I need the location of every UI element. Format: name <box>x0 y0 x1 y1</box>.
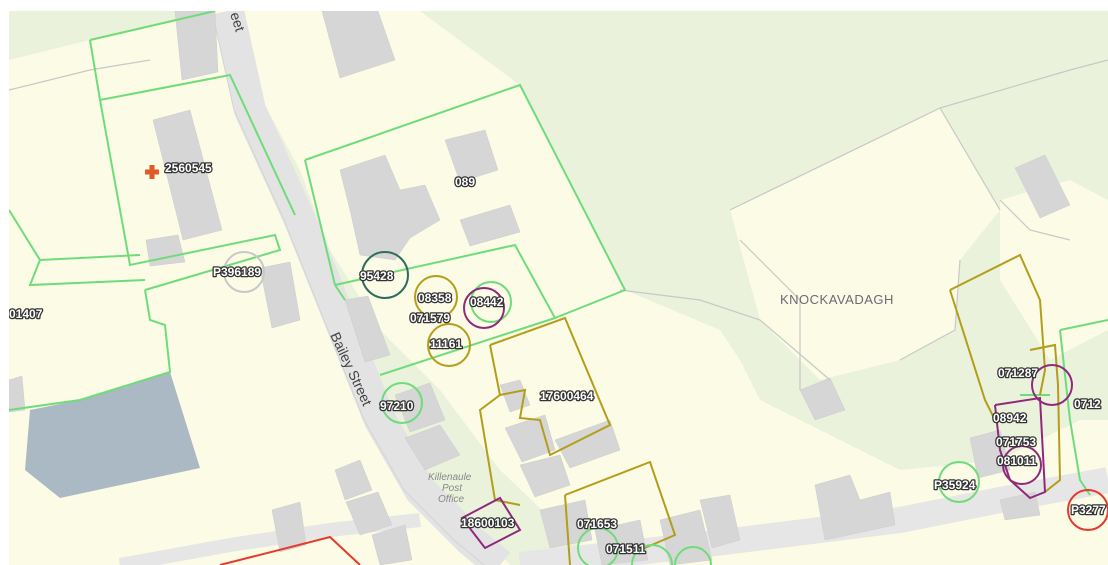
map-view[interactable]: eet Bailey Street KNOCKAVADAGH Killenaul… <box>9 11 1108 565</box>
parcel-label: 08358 <box>418 291 452 305</box>
post-office-label: Killenaule Post Office <box>428 472 472 505</box>
parcel-label: P396189 <box>213 265 261 279</box>
parcel-label: 11161 <box>430 337 462 351</box>
parcel-label: 071579 <box>410 311 450 325</box>
parcel-label: 08442 <box>470 295 504 309</box>
parcel-label: 071287 <box>998 366 1038 380</box>
svg-text:Killenaule: Killenaule <box>428 472 472 483</box>
map-canvas[interactable]: eet Bailey Street KNOCKAVADAGH Killenaul… <box>9 11 1108 565</box>
parcel-label: 089 <box>455 175 475 189</box>
townland-label: KNOCKAVADAGH <box>780 292 894 307</box>
parcel-label: 071753 <box>996 435 1036 449</box>
parcel-label: 18600103 <box>461 516 515 530</box>
parcel-label: 08942 <box>993 411 1027 425</box>
parcel-label: 0712 <box>1074 397 1101 411</box>
cross-marker-icon[interactable] <box>145 165 159 179</box>
parcel-label: 071653 <box>577 517 617 531</box>
parcel-label: 17600464 <box>540 389 594 403</box>
field-boundaries <box>9 59 1108 390</box>
parcel-label: 01407 <box>9 307 43 321</box>
buildings <box>9 11 1071 565</box>
parcel-label: 081011 <box>997 454 1037 468</box>
parcel-labels: 2560545 089 P396189 01407 95428 08358 08… <box>9 160 1107 558</box>
circle-markers <box>223 251 1108 565</box>
parcel-label: 95428 <box>360 269 394 283</box>
street-label-top: eet <box>227 11 248 34</box>
parcel-label: 2560545 <box>165 161 212 175</box>
svg-text:Office: Office <box>438 494 465 505</box>
olive-boundaries <box>478 253 1062 565</box>
parcel-label: P3277 <box>1071 503 1106 517</box>
parcel-label: P35924 <box>934 478 976 492</box>
parcel-label: 97210 <box>380 399 414 413</box>
svg-text:Post: Post <box>442 483 463 494</box>
green-boundaries <box>9 11 1108 496</box>
red-boundaries <box>219 535 361 565</box>
parcel-label: 071511 <box>606 542 646 556</box>
water-body <box>25 372 200 498</box>
purple-boundaries <box>460 396 1047 550</box>
